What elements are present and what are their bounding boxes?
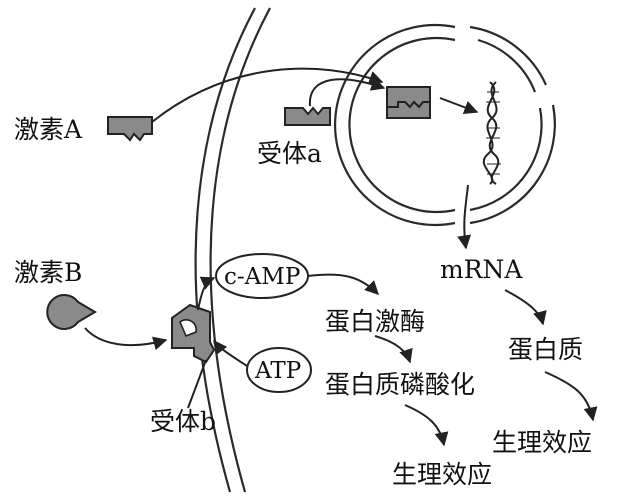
label-physiological-effect-right: 生理效应 — [492, 428, 592, 457]
arrow-kinase-to-phosphorylation — [374, 335, 413, 364]
label-physiological-effect-left: 生理效应 — [392, 460, 492, 489]
receptor-a-shape — [284, 106, 331, 126]
label-receptor-a: 受体a — [257, 139, 322, 168]
label-hormone-a: 激素A — [14, 115, 83, 144]
label-protein-kinase: 蛋白激酶 — [325, 307, 425, 336]
hormone-b-shape — [46, 294, 97, 330]
arrow-receptor-a-to-nucleus — [308, 77, 386, 107]
atp-oval — [246, 347, 312, 393]
hormone-a-shape — [107, 116, 153, 142]
cell-membrane-inner — [209, 7, 271, 493]
nucleus — [334, 23, 556, 227]
hormone-receptor-complex — [386, 86, 431, 119]
receptor-b-shape — [171, 303, 216, 364]
arrow-atp-to-receptor — [213, 339, 248, 367]
dna-helix — [482, 81, 501, 185]
label-protein: 蛋白质 — [508, 335, 583, 364]
arrow-receptor-to-camp — [197, 276, 216, 311]
arrow-camp-to-kinase — [307, 273, 379, 295]
arrow-hormone-b-to-receptor — [84, 327, 168, 351]
arrow-nucleus-to-mrna — [457, 184, 472, 250]
label-atp: ATP — [254, 358, 301, 384]
arrow-complex-to-dna — [439, 97, 479, 115]
label-hormone-b: 激素B — [14, 258, 82, 287]
arrow-phosphorylation-to-effect-left — [404, 404, 449, 447]
label-protein-phosphorylation: 蛋白质磷酸化 — [325, 370, 475, 399]
arrow-protein-to-effect-right — [544, 371, 598, 422]
arrow-mrna-to-protein — [504, 289, 547, 326]
pointer-receptor-b-label — [187, 359, 207, 409]
label-camp: c-AMP — [224, 264, 300, 290]
cell-membrane-outer — [194, 7, 256, 493]
label-mrna: mRNA — [440, 255, 523, 284]
arrow-hormone-a-to-nucleus — [151, 67, 384, 123]
label-receptor-b: 受体b — [150, 407, 216, 436]
